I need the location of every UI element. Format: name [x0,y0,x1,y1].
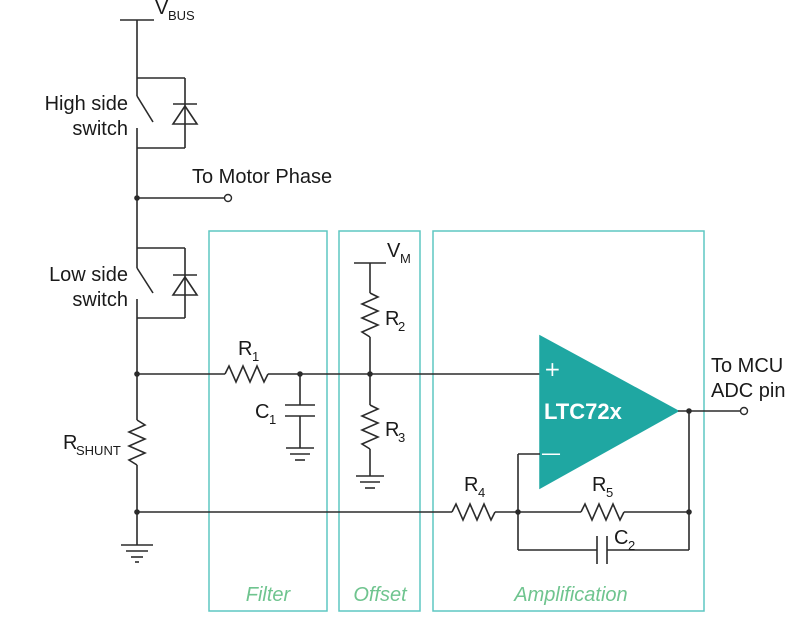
vm-supply: V M [354,240,411,266]
feedback-network [515,411,692,550]
c1-label: C [255,401,269,423]
opamp-plus-sign: + [544,357,561,381]
vbus-label: V [155,0,169,19]
mcu-terminal [739,406,749,416]
rshunt-label: R [63,432,77,454]
low-side-label-line1: Low side [49,264,128,286]
r4-subscript: 4 [478,485,485,500]
motor-phase-terminal [223,193,233,203]
opamp-ltc72x: LTC72x + — [539,334,680,490]
motor-phase-output: To Motor Phase [134,148,332,248]
c2-subscript: 2 [628,538,635,553]
mcu-label-line1: To MCU [711,355,783,377]
offset-section-box [338,230,421,612]
r3-label: R [385,419,399,441]
r1-subscript: 1 [252,349,259,364]
r1-resistor: R 1 [137,338,540,384]
ground-icon-shunt [121,544,153,563]
r5-subscript: 5 [606,485,613,500]
low-side-switch: Low side switch [49,247,199,319]
high-side-switch: High side switch [45,77,199,149]
r5-label: R [592,474,606,496]
opamp-minus-sign: — [541,441,561,465]
low-side-label-line2: switch [72,289,128,311]
motor-phase-label: To Motor Phase [192,166,332,188]
r4-resistor: R 4 [137,474,518,522]
vm-label: V [387,240,401,262]
amplification-section-box [432,230,705,612]
ground-icon-c1 [286,447,314,461]
filter-section-box [208,230,328,612]
r1-label: R [238,338,252,360]
r3-subscript: 3 [398,430,405,445]
filter-section: Filter [208,230,328,612]
ground-icon-r3 [356,475,384,489]
opamp-triangle-icon [539,334,680,490]
r2-label: R [385,308,399,330]
amplification-section: Amplification [432,230,705,612]
high-side-diode-icon [171,103,199,125]
r5-resistor: R 5 [518,474,689,522]
rshunt-subscript: SHUNT [76,443,121,458]
offset-section-label: Offset [353,584,408,606]
r4-label: R [464,474,478,496]
c2-capacitor: C 2 [518,527,689,564]
filter-section-label: Filter [246,584,292,606]
high-side-label-line2: switch [72,118,128,140]
high-side-label-line1: High side [45,93,128,115]
vm-subscript: M [400,251,411,266]
offset-section: Offset [338,230,421,612]
vbus-subscript: BUS [168,8,195,23]
c1-subscript: 1 [269,412,276,427]
low-side-diode-icon [171,274,199,296]
c2-label: C [614,527,628,549]
mcu-label-line2: ADC pin [711,380,785,402]
amplification-section-label: Amplification [513,584,627,606]
opamp-label: LTC72x [544,399,623,424]
c1-capacitor: C 1 [255,371,315,448]
mcu-output: To MCU ADC pin [678,355,785,416]
r2-resistor: R 2 [360,263,405,374]
r3-resistor: R 3 [360,374,405,476]
shunt-resistor: R SHUNT [63,318,147,545]
vbus-rail: V BUS [120,0,195,78]
r2-subscript: 2 [398,319,405,334]
